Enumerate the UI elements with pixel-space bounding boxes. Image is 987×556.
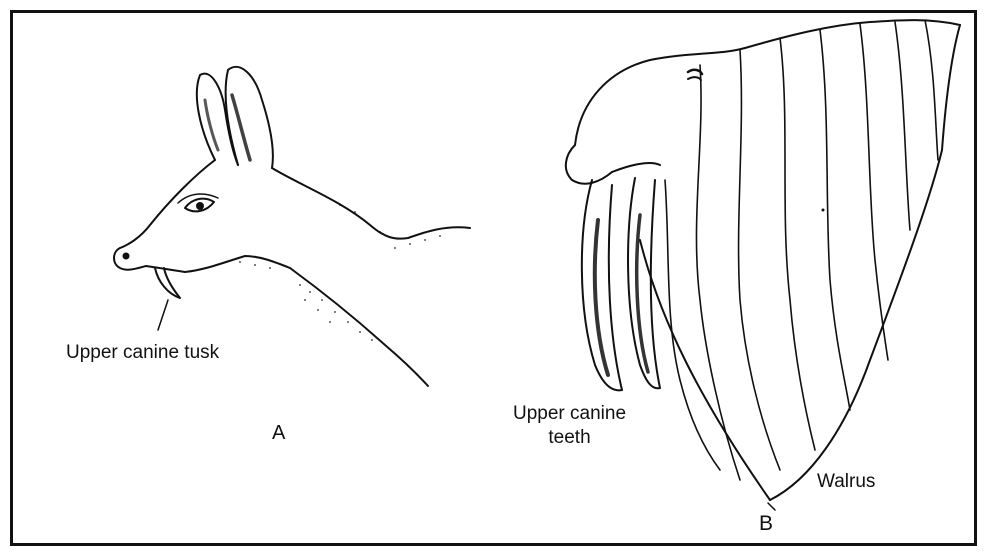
upper-canine-teeth-label-line2: teeth xyxy=(513,426,626,450)
tusk-leader-line xyxy=(158,300,168,330)
deer-head-drawing xyxy=(114,67,470,386)
deer-upper-canine-tusk xyxy=(155,268,180,298)
b-leader-line xyxy=(768,503,775,510)
upper-canine-teeth-label: Upper canine teeth xyxy=(513,402,626,450)
upper-canine-tusk-label: Upper canine tusk xyxy=(66,341,219,365)
panel-a-letter: A xyxy=(272,421,285,446)
walrus-skin-folds xyxy=(665,20,938,480)
upper-canine-teeth-label-line1: Upper canine xyxy=(513,402,626,426)
walrus-label: Walrus xyxy=(817,470,875,494)
panel-b-letter: B xyxy=(759,511,773,537)
walrus-muzzle xyxy=(566,145,612,184)
walrus-head-outline xyxy=(575,48,745,145)
